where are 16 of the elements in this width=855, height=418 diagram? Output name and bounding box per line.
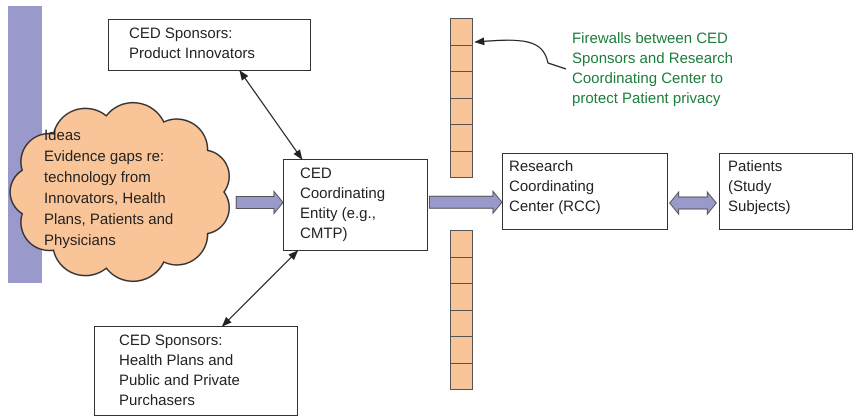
leader-arrow [474, 37, 566, 70]
firewall-bar [450, 18, 473, 178]
firewall-bar [450, 230, 473, 390]
double-arrow [222, 250, 298, 327]
block-arrow [669, 190, 717, 216]
sponsor-box: CED Sponsors: Product Innovators [108, 19, 311, 71]
note-text: Firewalls between CED Sponsors and Research Coordinating Center to protect Patient privacy [572, 29, 772, 109]
coordinating-entity-box: CED Coordinating Entity (e.g., CMTP) [283, 159, 428, 251]
double-arrow [239, 70, 302, 160]
cloud-text: Evidence gaps re: technology from Innovators, Health Plans, Patients and Physicians [44, 147, 174, 251]
block-arrow [236, 190, 284, 215]
research-center-box: Research Coordinating Center (RCC) [502, 153, 668, 230]
cloud-heading: Ideas [44, 126, 82, 146]
patients-box: Patients (Study Subjects) [719, 153, 853, 230]
block-arrow [428, 190, 503, 215]
sponsor-box: CED Sponsors: Health Plans and Public and Private Purchasers [94, 326, 298, 416]
